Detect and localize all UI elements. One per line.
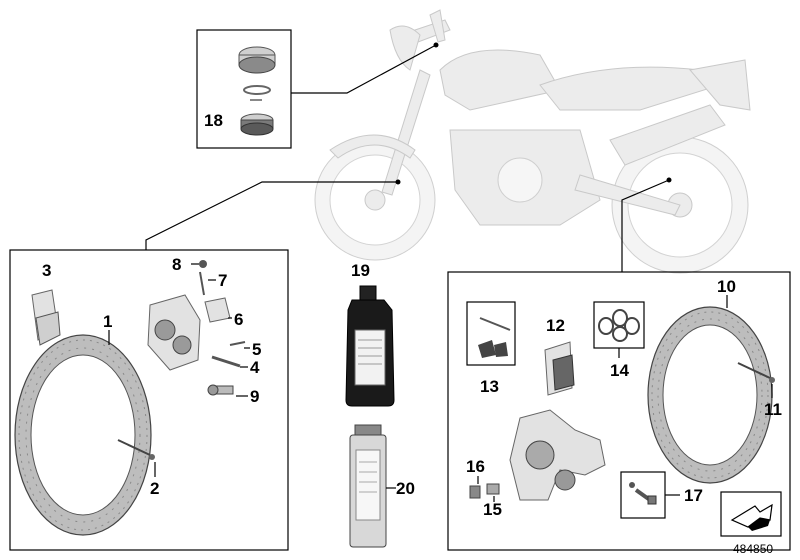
bolt-icon	[629, 482, 657, 505]
arrow-icon	[730, 503, 773, 531]
brake-fluid-reservoir-cap-icon	[238, 46, 276, 136]
parts-kit-13-box	[466, 301, 516, 366]
callout-8: 8	[172, 255, 181, 274]
reservoir-box	[196, 29, 292, 149]
leader-front-brake	[145, 181, 398, 250]
callout-13: 13	[480, 377, 499, 396]
callout-6: 6	[234, 310, 243, 329]
callout-10: 10	[717, 277, 736, 296]
callout-1: 1	[103, 312, 112, 331]
callout-18: 18	[204, 111, 223, 130]
callout-14: 14	[610, 361, 629, 380]
callout-7: 7	[218, 271, 227, 290]
motorcycle-silhouette	[314, 9, 751, 274]
pin-kit-icon	[478, 317, 511, 358]
callout-5: 5	[252, 340, 261, 359]
brake-pad-icon	[31, 289, 61, 346]
callout-3: 3	[42, 261, 51, 280]
front-brake-caliper-icon	[147, 294, 201, 371]
spray-can-icon	[349, 424, 387, 548]
arrow-box	[720, 491, 782, 537]
callout-4: 4	[250, 358, 260, 377]
callout-2: 2	[150, 479, 159, 498]
callout-9: 9	[250, 387, 259, 406]
callout-11: 11	[764, 400, 782, 419]
front-brake-box	[9, 249, 289, 551]
diagram-number: 484850	[733, 542, 773, 556]
front-brake-disc-icon	[14, 334, 155, 536]
rear-brake-disc-icon	[647, 306, 775, 484]
leader-rear-brake	[621, 179, 670, 272]
leader-reservoir	[291, 44, 437, 94]
callout-12: 12	[546, 316, 565, 335]
rear-brake-pad-icon	[544, 341, 575, 396]
callout-17: 17	[684, 486, 703, 505]
callout-20: 20	[396, 479, 415, 498]
callout-19: 19	[351, 261, 370, 280]
callout-15: 15	[483, 500, 502, 519]
callout-16: 16	[466, 457, 485, 476]
rear-brake-caliper-icon	[509, 409, 606, 501]
seal-rings-icon	[598, 309, 640, 342]
rear-brake-box	[447, 271, 791, 551]
brake-fluid-bottle-icon	[345, 285, 395, 407]
